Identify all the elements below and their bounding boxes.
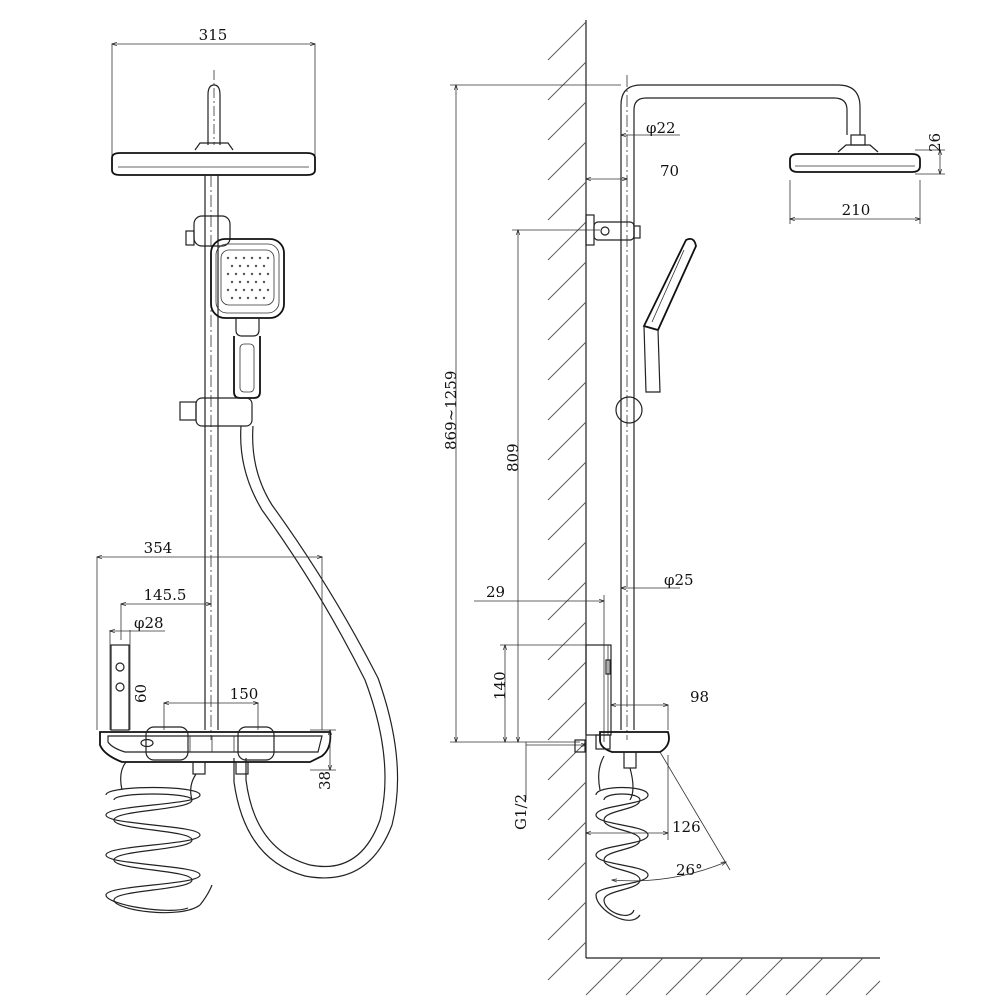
dim-wall-offset-label: 70 <box>660 162 679 180</box>
dim-head-width-label: 315 <box>199 26 228 44</box>
dim-head-height-label: 26 <box>926 133 944 152</box>
dim-body-height: 140 <box>491 645 586 742</box>
dim-inlet-height-label: 60 <box>132 684 150 703</box>
dim-valve-offset: 145.5 <box>121 586 211 640</box>
side-hand-shower <box>615 237 697 424</box>
dim-shelf-depth-label: 98 <box>690 688 709 706</box>
dim-head-height: 26 <box>915 133 945 174</box>
side-view: φ22 26 70 210 <box>442 20 945 996</box>
dim-shelf-width-label: 354 <box>144 539 173 557</box>
dim-body-depth: 29 <box>474 583 604 742</box>
dim-head-dia: 210 <box>790 180 920 224</box>
dim-wall-offset: 70 <box>586 162 679 180</box>
front-wall-bracket <box>185 215 231 247</box>
dim-shelf-depth: 98 <box>611 688 709 730</box>
dim-inlet-dia: φ28 <box>110 614 165 730</box>
dim-control-width-label: 150 <box>230 685 259 703</box>
dim-thread: G1/2 <box>512 742 586 830</box>
dim-total-height: 869~1259 <box>442 85 621 742</box>
dim-pipe-top-dia-label: φ22 <box>646 119 676 137</box>
dim-pipe-top-dia: φ22 <box>621 119 680 137</box>
dim-inlet-dia-label: φ28 <box>134 614 164 632</box>
overhead-shower-head <box>111 70 316 176</box>
dim-head-width: 315 <box>112 26 315 158</box>
side-valve-body <box>585 644 612 736</box>
front-rail <box>204 175 219 740</box>
front-shelf-body <box>99 726 332 775</box>
dim-head-dia-label: 210 <box>842 201 871 219</box>
dim-spout-reach: 126 <box>586 755 701 840</box>
dim-body-height-label: 140 <box>491 671 509 700</box>
dim-shelf-width: 354 <box>97 539 322 730</box>
hand-shower <box>210 238 285 399</box>
dim-riser-height: 809 <box>504 230 600 742</box>
dim-shelf-thickness-label: 38 <box>316 771 334 790</box>
front-inlet-pipe: 60 <box>110 644 150 731</box>
wall-hatch <box>547 20 881 996</box>
dim-pipe-dia-label: φ25 <box>664 571 694 589</box>
dim-spout-reach-label: 126 <box>672 818 701 836</box>
side-shelf <box>574 731 670 769</box>
dim-body-depth-label: 29 <box>486 583 505 601</box>
dim-control-width: 150 <box>164 685 258 730</box>
side-coil-hose <box>595 755 649 921</box>
side-riser-pipe <box>620 75 861 740</box>
dim-angle-label: 26° <box>676 861 703 879</box>
dim-riser-height-label: 809 <box>504 443 522 472</box>
dim-thread-label: G1/2 <box>512 794 530 830</box>
dim-valve-offset-label: 145.5 <box>144 586 187 604</box>
dim-total-height-label: 869~1259 <box>442 371 460 450</box>
dim-angle: 26° <box>612 751 731 881</box>
front-slider <box>179 397 253 427</box>
side-shower-head <box>789 134 921 173</box>
dim-pipe-dia: φ25 <box>621 571 694 589</box>
dim-shelf-thickness: 38 <box>310 730 336 790</box>
front-view: 315 <box>97 26 399 914</box>
front-coil-hose <box>105 761 213 914</box>
front-hose <box>233 425 399 879</box>
